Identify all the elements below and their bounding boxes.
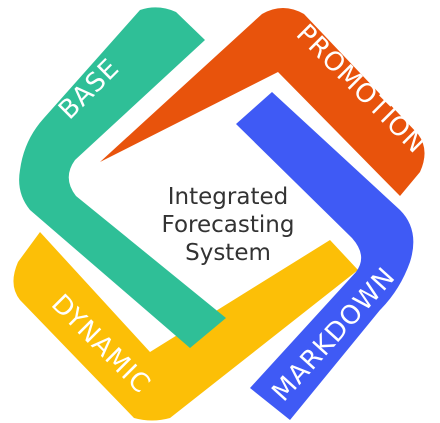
center-title-line-1: Integrated xyxy=(168,184,288,210)
band-base-shape xyxy=(19,7,226,349)
band-dynamic: DYNAMIC xyxy=(13,232,358,421)
center-title: Integrated Forecasting System xyxy=(162,184,295,266)
center-title-line-2: Forecasting xyxy=(162,212,295,238)
band-markdown-shape xyxy=(236,92,414,420)
center-title-line-3: System xyxy=(185,240,271,266)
band-dynamic-shape xyxy=(13,232,358,421)
band-promotion-shape xyxy=(100,8,425,196)
